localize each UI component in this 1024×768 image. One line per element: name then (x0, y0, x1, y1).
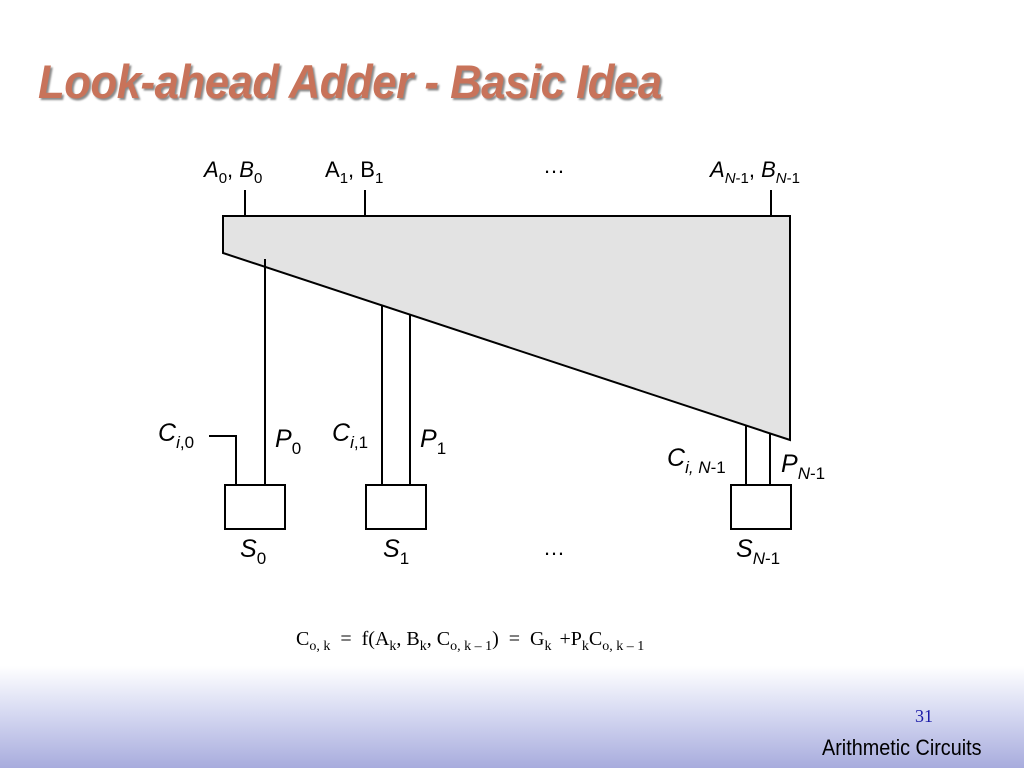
sum-block-0 (224, 484, 286, 530)
footer-band (0, 666, 1024, 768)
sum-label-1: S1 (383, 535, 409, 568)
input-label-n-1: AN-1, BN-1 (708, 157, 800, 187)
page-number: 31 (915, 706, 933, 726)
input-ellipsis: … (543, 153, 565, 178)
slide-title: Look-ahead Adder - Basic Idea (38, 55, 662, 108)
sum-label-0: S0 (240, 535, 266, 568)
sum-label-n-1: SN-1 (736, 535, 780, 568)
carry-label-1: Ci,1 (332, 419, 368, 452)
carry-equation: Co, k=f(Ak, Bk, Co, k – 1)=Gk+PkCo, k – … (296, 628, 644, 654)
sum-ellipsis: … (543, 535, 565, 560)
carry-label-0: Ci,0 (158, 419, 194, 452)
propagate-label-n-1: PN-1 (781, 450, 825, 483)
carry-wire-0 (209, 435, 237, 485)
sum-block-n-1 (730, 484, 792, 530)
look-ahead-adder-diagram: A0, B0 A1, B1 … AN-1, BN-1 Ci,0 Ci,1 Ci, (158, 153, 825, 654)
sum-block-1 (365, 484, 427, 530)
propagate-label-0: P0 (275, 425, 301, 458)
footer-title: Arithmetic Circuits (822, 735, 982, 760)
carry-label-n-1: Ci, N-1 (667, 444, 726, 477)
input-label-0: A0, B0 (202, 157, 262, 187)
input-label-1: A1, B1 (325, 157, 383, 187)
look-ahead-block (222, 215, 791, 442)
propagate-label-1: P1 (420, 425, 446, 458)
